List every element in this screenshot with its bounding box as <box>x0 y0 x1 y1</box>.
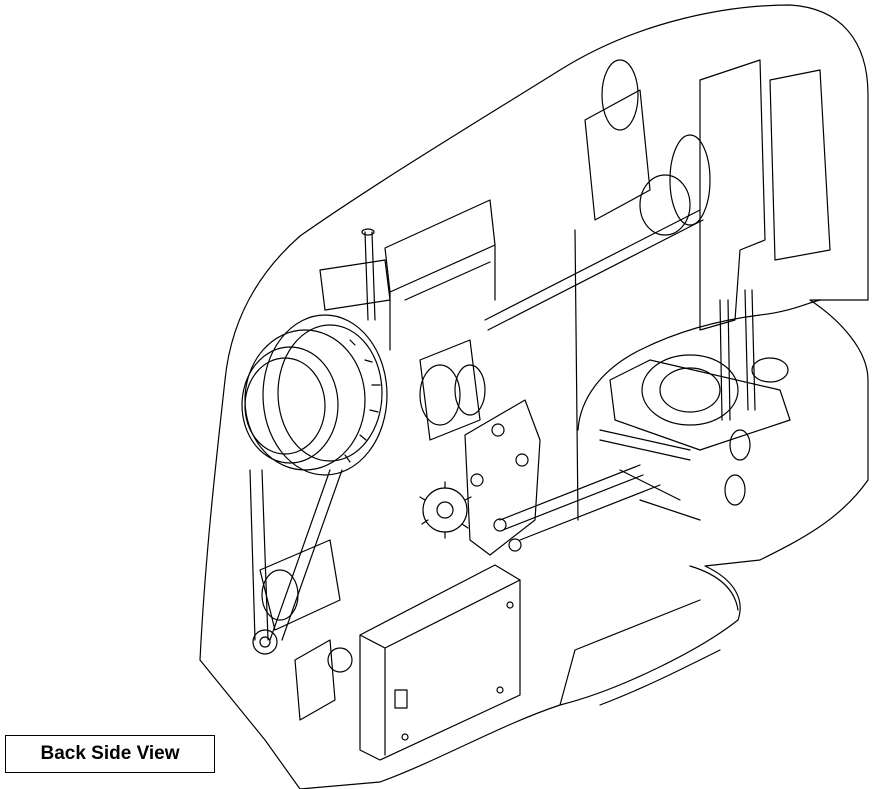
motor-pulley-hub <box>260 637 270 647</box>
presser-bar <box>745 290 755 410</box>
motor-end <box>262 570 298 620</box>
left-bracket <box>295 640 335 720</box>
hand-wheel-cap <box>245 358 325 454</box>
hand-wheel-outer <box>263 315 387 475</box>
bolt <box>494 519 506 531</box>
feed-gear-teeth <box>420 482 471 538</box>
box-screw <box>507 602 513 608</box>
thread-take-up <box>770 70 830 260</box>
cam-cylinder-back <box>455 365 485 415</box>
feed-gear-hub <box>437 502 453 518</box>
rotary-hook <box>642 355 738 425</box>
hook-shaft-assembly <box>600 430 700 520</box>
spool-pin <box>365 232 375 320</box>
feed-gear <box>423 488 467 532</box>
crank-disc <box>670 135 710 225</box>
upper-plate <box>385 200 495 292</box>
control-box <box>360 565 520 760</box>
bolt <box>509 539 521 551</box>
motor-body <box>260 540 340 630</box>
roller <box>725 475 745 505</box>
bolt <box>492 424 504 436</box>
drive-belt-left <box>250 470 268 640</box>
belt-guide-rod <box>575 230 578 520</box>
motor-pulley <box>253 630 277 654</box>
spool-pin-cap <box>362 229 374 235</box>
rotary-hook-inner <box>660 368 720 412</box>
roller <box>730 430 750 460</box>
hand-wheel-inner <box>278 325 382 461</box>
zigzag-plate <box>465 400 540 555</box>
box-screw <box>497 687 503 693</box>
bolt <box>471 474 483 486</box>
bracket-knob <box>328 648 352 672</box>
cam-cylinder <box>420 365 460 425</box>
crank-cylinder <box>640 175 690 235</box>
presser-foot <box>752 358 788 382</box>
bobbin-winder <box>320 260 390 310</box>
machine-housing-outline <box>200 5 868 789</box>
connector <box>395 690 407 708</box>
upper-gear <box>602 60 638 130</box>
box-screw <box>402 734 408 740</box>
needle-bar-frame <box>700 60 765 330</box>
feed-dog-plate <box>610 360 790 450</box>
control-box-top <box>360 580 520 755</box>
face-plate <box>585 90 650 220</box>
hand-wheel-spokes <box>345 340 380 462</box>
view-caption: Back Side View <box>5 735 215 773</box>
upper-plate-frame <box>390 245 495 350</box>
needle-bar <box>720 300 730 420</box>
drive-belt-right <box>270 470 342 640</box>
main-shaft <box>485 210 703 330</box>
bolt <box>516 454 528 466</box>
machine-bed-outline <box>560 566 738 705</box>
lower-shaft <box>500 465 660 540</box>
hand-wheel-hub <box>242 347 338 463</box>
arm-opening-outline <box>578 300 820 430</box>
cam-housing <box>420 340 480 440</box>
